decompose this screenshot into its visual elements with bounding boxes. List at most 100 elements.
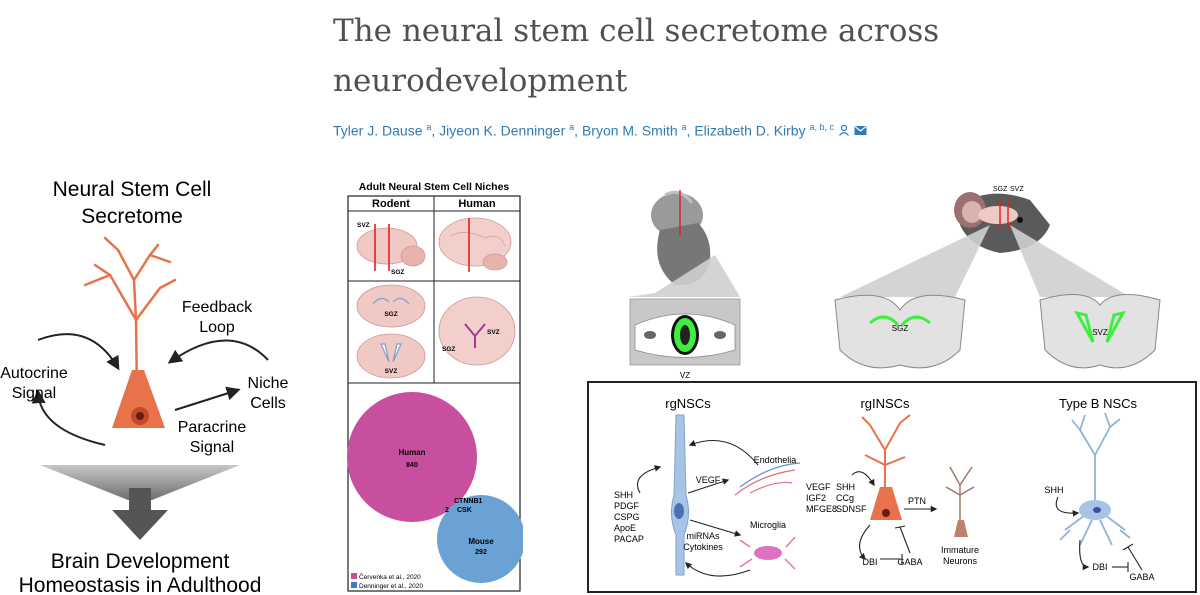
mirnas-label: miRNAs [687,531,720,541]
legend-cervenka: Červenka et al., 2020 [359,572,421,581]
secretome-title-line-2: Secretome [81,205,183,228]
rginsc-factor-b2: CCg [836,493,854,503]
endothelia-label: Endothelia [754,455,797,465]
rginsc-body [870,487,902,520]
author-list: Tyler J. Dause a, Jiyeon K. Denninger a,… [333,122,867,139]
venn-overlap-genes-1: CTNNB1 [454,498,482,505]
col-rodent: Rodent [372,198,410,210]
human-sgz-label: SGZ [442,346,455,353]
venn-overlap-genes-2: CSK [457,507,472,514]
rginsc-factor-a3: MFGE8 [806,504,837,514]
legend-swatch-cervenka [351,573,357,579]
dbi-label-1: DBI [862,557,877,567]
venn-mouse-label: Mouse [468,537,494,546]
rodent-brain-coronal-svz [356,333,426,379]
rg-factor-1: SHH [614,490,633,500]
coronal-svz-text: SVZ [1092,328,1108,337]
outcome-line-2: Homeostasis in Adulthood [19,574,262,595]
author-link[interactable]: Elizabeth D. Kirby [694,122,806,139]
rginsc-factor-a1: VEGF [806,482,831,492]
author-affiliation[interactable]: a [569,122,575,132]
niches-panel: Adult Neural Stem Cell Niches Rodent Hum… [347,181,523,592]
title-line-1: The neural stem cell secretome across [333,13,940,49]
rg-factor-4: ApoE [614,523,636,533]
venn-human-count: 840 [406,462,418,469]
autocrine-label-1: Autocrine [0,365,68,382]
down-arrow [112,510,168,540]
immature-label-1: Immature [941,545,979,555]
rginsc-factor-a2: IGF2 [806,493,826,503]
rg-factor-3: CSPG [614,512,640,522]
venn-overlap-count: 2 [445,507,449,514]
author-affiliation[interactable]: a [681,122,687,132]
vz-label: VZ [680,371,690,380]
niche-label-1: Niche [248,375,289,392]
endothelia-vessels [734,462,801,496]
vegf-label-1: VEGF [696,475,721,485]
feedback-arrow [167,339,269,364]
development-panel: VZ SGZ SVZ SGZ SVZ rgNSCs rgINSCs Type B… [587,186,1197,593]
vz-section [629,298,741,366]
niche-label-2: Cells [250,395,286,412]
mouse-head-illustration [840,192,1130,297]
venn-human-circle [347,392,477,522]
typeb-gaba-label: GABA [1129,572,1154,582]
coronal-sgz-label: SGZ [384,311,397,318]
typeb-arrows [1055,496,1143,572]
human-brain-sagittal [438,217,512,272]
funnel-shape [40,465,240,500]
rginsc-factor-b3: SDNSF [836,504,867,514]
person-icon[interactable] [838,123,854,139]
typeb-shh-label: SHH [1044,485,1063,495]
legend-denninger: Denninger et al., 2020 [359,583,423,590]
coronal-sgz-section [834,294,966,369]
venn-mouse-circle [437,495,523,583]
cytokines-label: Cytokines [683,542,723,552]
col-human: Human [458,198,496,210]
stem-cell-body [112,370,165,428]
rodent-brain-sagittal [356,224,426,271]
coronal-svz-label: SVZ [385,368,398,375]
immature-neuron [945,466,975,520]
typeb-nsc-cell [1059,412,1131,546]
col-rgnscs-title: rgNSCs [665,396,711,411]
author-link[interactable]: Bryon M. Smith [581,122,678,139]
rodent-brain-coronal-sgz [356,284,426,328]
secretome-title-line-1: Neural Stem Cell [53,178,212,201]
paracrine-label-1: Paracrine [178,419,247,436]
col-typeb-title: Type B NSCs [1059,396,1138,411]
mouse-sgz-label: SGZ [993,186,1008,193]
typeb-dbi-label: DBI [1092,562,1107,572]
rodent-sgz-label: SGZ [391,269,404,276]
feedback-label-2: Loop [199,319,235,336]
human-brain-coronal [438,296,516,366]
rginsc-factor-b1: SHH [836,482,855,492]
gaba-label-1: GABA [897,557,922,567]
legend-swatch-denninger [351,582,357,588]
rgnsc-arrows [636,439,759,577]
coronal-sgz-text: SGZ [892,324,909,333]
author-link[interactable]: Tyler J. Dause [333,122,423,139]
outcome-line-1: Brain Development [51,550,230,573]
author-affiliation[interactable]: a, b, c [809,122,835,132]
human-svz-label: SVZ [487,329,500,336]
article-title: The neural stem cell secretome across ne… [333,6,1053,106]
ptn-label: PTN [908,496,926,506]
venn-mouse-count: 292 [475,549,487,556]
col-rginscs-title: rgINSCs [860,396,910,411]
mouse-svz-label: SVZ [1010,186,1024,193]
microglia-label: Microglia [750,520,786,530]
coronal-svz-section [1039,294,1161,369]
title-line-2: neurodevelopment [333,63,628,99]
niches-title: Adult Neural Stem Cell Niches [359,181,510,193]
author-affiliation[interactable]: a [426,122,432,132]
venn-human-label: Human [398,448,425,457]
microglia-cell [739,536,796,570]
rginsc-arrows [851,471,911,564]
email-icon[interactable] [854,123,867,139]
rodent-svz-label: SVZ [357,222,370,229]
author-link[interactable]: Jiyeon K. Denninger [439,122,566,139]
rgnsc-cell [670,414,690,576]
immature-label-2: Neurons [943,556,978,566]
feedback-label-1: Feedback [182,299,253,316]
